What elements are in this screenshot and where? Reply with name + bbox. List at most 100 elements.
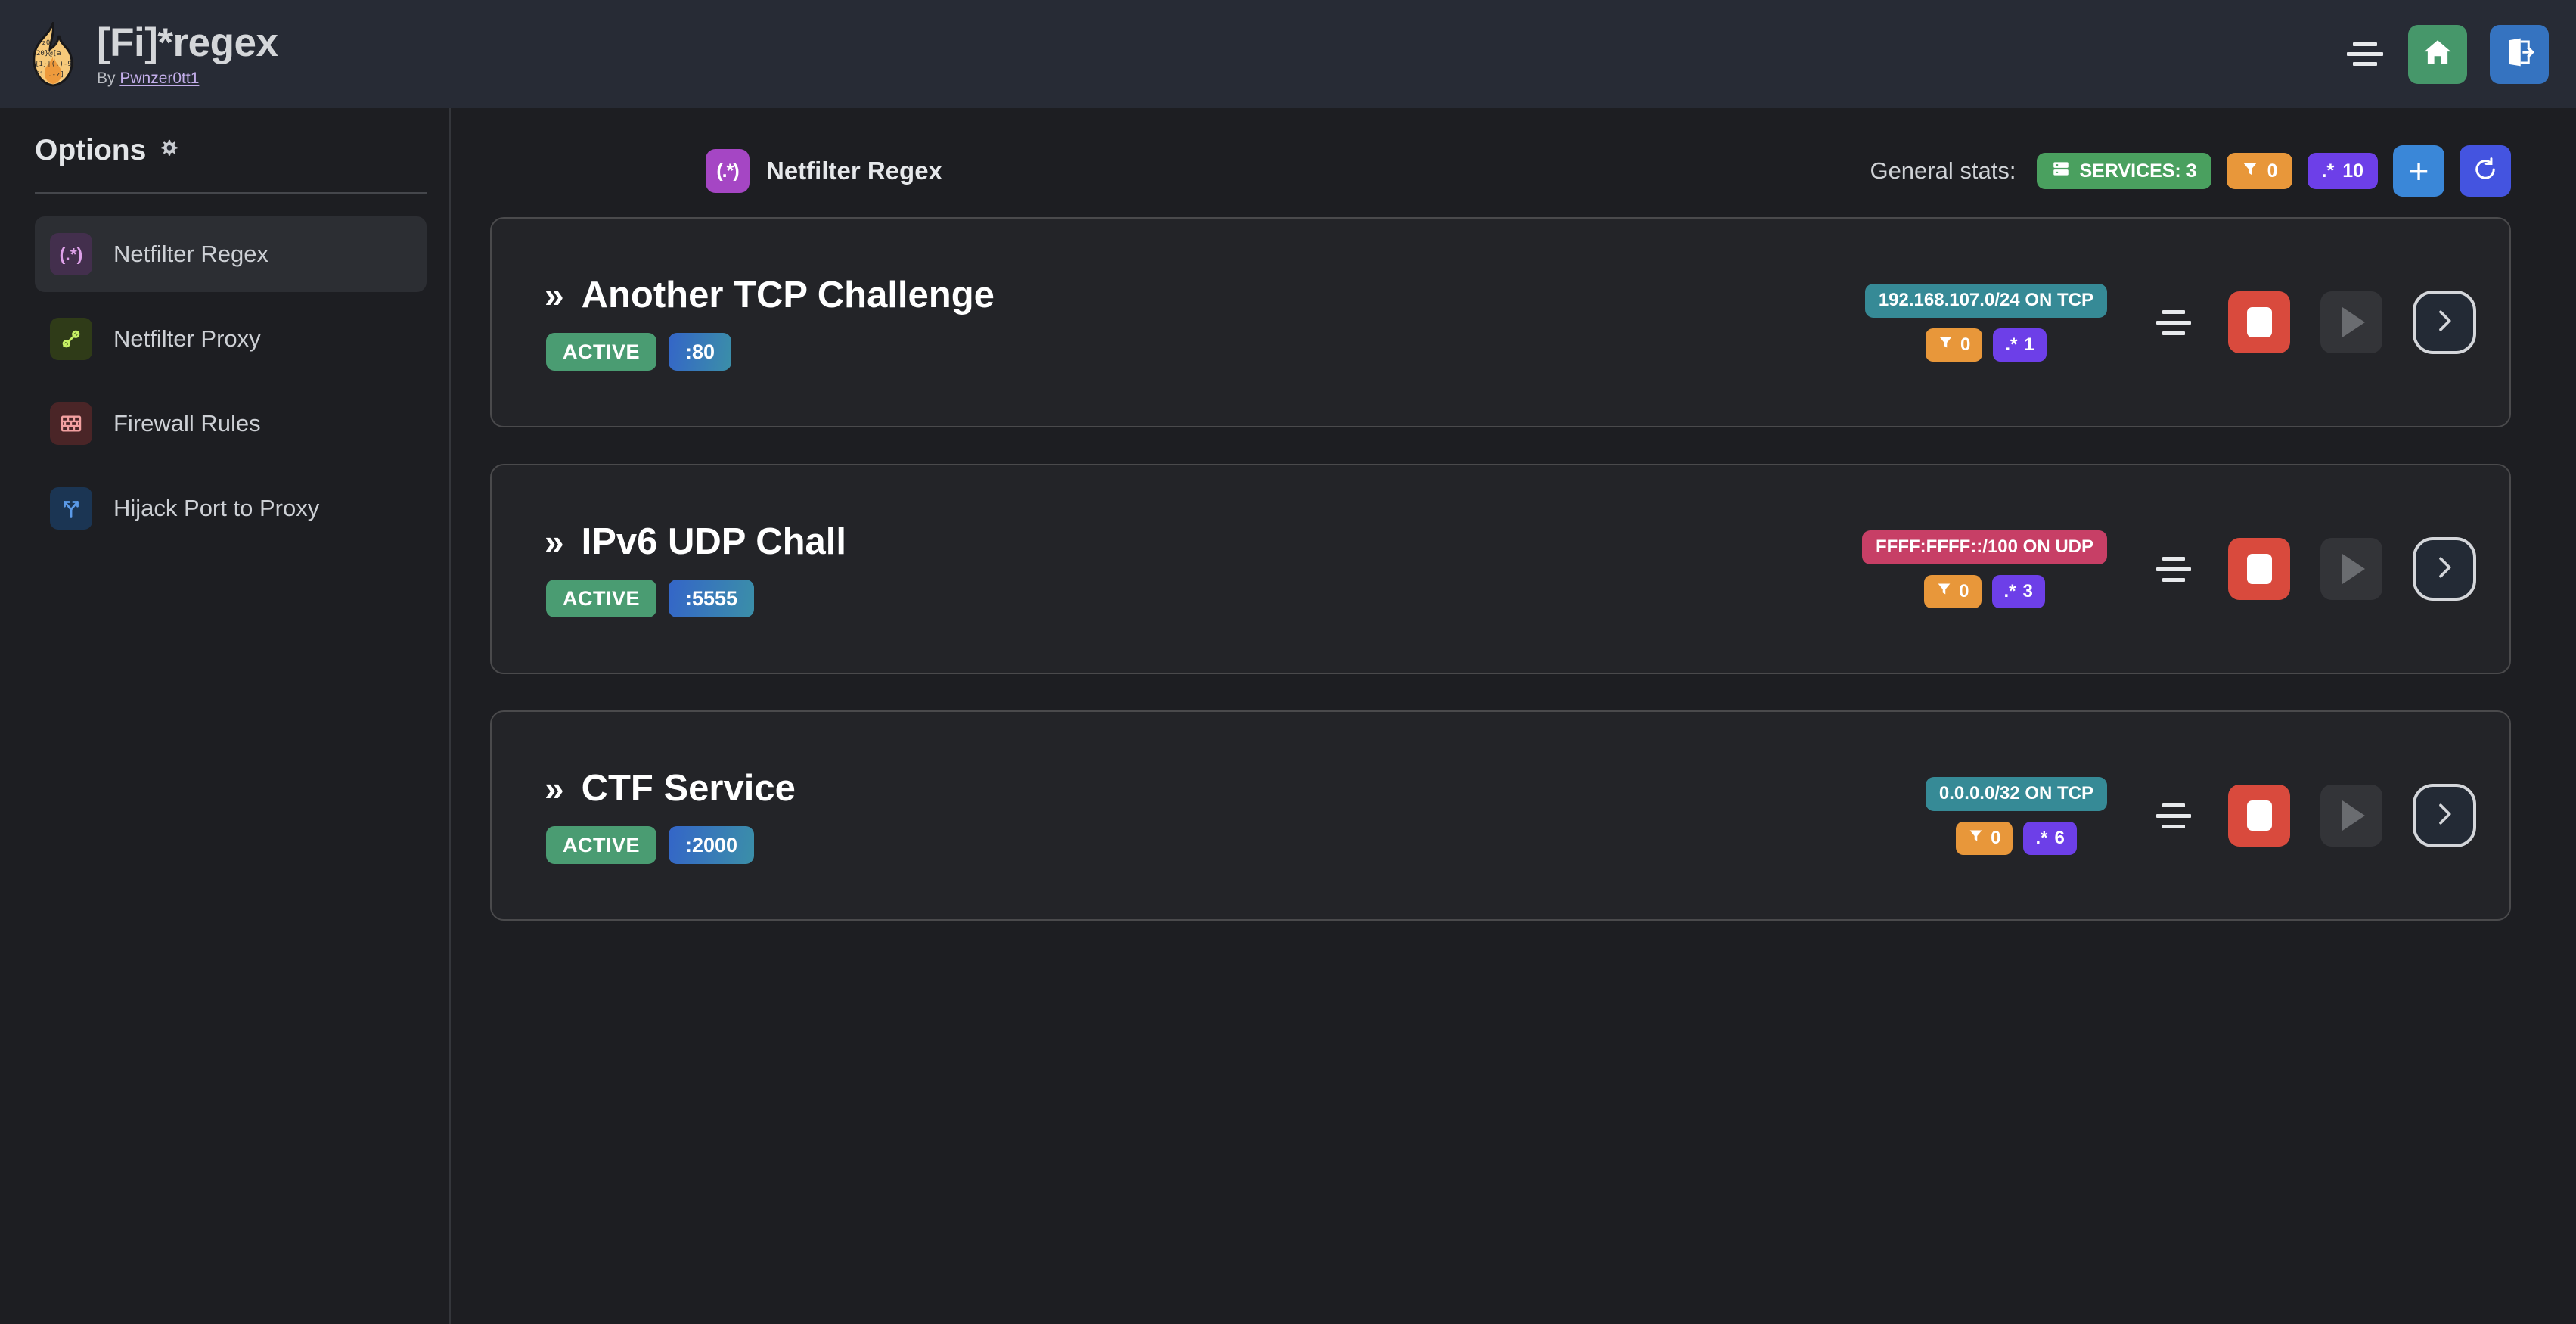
stop-icon [2246,554,2272,584]
network-badge: FFFF:FFFF::/100 ON UDP [1862,530,2107,564]
refresh-button[interactable] [2460,145,2511,197]
flame-regex-logo: -z0-9 20}@[a {1}|(.)-9] (1 .-z] [26,18,80,87]
service-info: » Another TCP Challenge ACTIVE :80 [545,274,995,371]
regex-dot-star-icon: .* [2035,827,2048,848]
hamburger-icon[interactable] [2345,39,2385,70]
add-service-button[interactable]: + [2393,145,2444,197]
regex-dot-star-icon: .* [2003,580,2016,601]
status-badge: ACTIVE [546,333,657,371]
regex-count-label: 6 [2054,827,2065,848]
stop-icon [2246,307,2272,337]
service-card[interactable]: » IPv6 UDP Chall ACTIVE :5555 FFFF:FFFF:… [490,464,2511,674]
sidebar-item-firewall-rules[interactable]: Firewall Rules [35,386,427,462]
funnel-icon [1938,334,1954,356]
play-button[interactable] [2320,538,2382,600]
status-badge: ACTIVE [546,826,657,864]
regexes-count-label: 10 [2342,160,2363,182]
service-name: Another TCP Challenge [581,275,995,315]
service-name: IPv6 UDP Chall [581,521,846,562]
stop-button[interactable] [2228,291,2290,353]
sidebar-item-hijack-port-to-proxy[interactable]: Hijack Port to Proxy [35,471,427,546]
regex-icon: (.*) [706,149,750,193]
general-stats: General stats: SERVICES: 3 0 [1870,145,2511,197]
service-details-button[interactable] [2413,537,2476,601]
sidebar-title-label: Options [35,134,147,166]
plug-icon [50,318,92,360]
network-info: 192.168.107.0/24 ON TCP 0 .* 1 [1864,283,2107,362]
top-bar: -z0-9 20}@[a {1}|(.)-9] (1 .-z] [Fi]*reg… [0,0,2576,108]
svg-text:{1}|(.)-9]: {1}|(.)-9] [35,61,76,68]
service-controls: 0.0.0.0/32 ON TCP 0 .* 6 [1925,776,2476,855]
service-info: » IPv6 UDP Chall ACTIVE :5555 [545,521,846,617]
service-card[interactable]: » CTF Service ACTIVE :2000 0.0.0.0/32 ON… [490,710,2511,921]
regex-count-badge: .* 6 [2023,821,2077,855]
service-info: » CTF Service ACTIVE :2000 [545,767,796,864]
main-header: (.*) Netfilter Regex General stats: SERV… [490,138,2538,204]
sidebar-title: Options [35,134,427,167]
filter-count-badge: 0 [1956,821,2013,855]
play-icon [2342,800,2365,831]
gear-icon [156,138,182,163]
sidebar-item-label: Netfilter Proxy [113,325,261,352]
stop-button[interactable] [2228,538,2290,600]
author-link[interactable]: Pwnzer0tt1 [119,69,200,87]
port-badge: :2000 [669,826,755,864]
fork-arrow-icon [50,487,92,530]
sidebar-divider [35,192,427,194]
service-menu-icon[interactable] [2152,552,2195,586]
counters: 0 .* 1 [1926,328,2047,362]
service-details-button[interactable] [2413,784,2476,847]
svg-text:20}@[a: 20}@[a [36,50,61,57]
regex-dot-star-icon: .* [2005,334,2018,355]
service-controls: 192.168.107.0/24 ON TCP 0 .* 1 [1864,283,2476,362]
counters: 0 .* 6 [1956,821,2077,855]
author-line: By Pwnzer0tt1 [97,70,278,88]
service-menu-icon[interactable] [2152,798,2195,833]
service-title: » CTF Service [545,767,796,810]
service-badges: ACTIVE :80 [545,333,995,371]
service-title: » Another TCP Challenge [545,274,995,316]
service-card[interactable]: » Another TCP Challenge ACTIVE :80 192.1… [490,217,2511,427]
network-info: FFFF:FFFF::/100 ON UDP 0 .* 3 [1862,530,2107,608]
filter-count-label: 0 [1960,334,1971,355]
sidebar-item-netfilter-proxy[interactable]: Netfilter Proxy [35,301,427,377]
service-details-button[interactable] [2413,291,2476,354]
service-menu-icon[interactable] [2152,305,2195,340]
sidebar-item-netfilter-regex[interactable]: (.*) Netfilter Regex [35,216,427,292]
play-button[interactable] [2320,291,2382,353]
double-chevron-icon: » [545,769,564,808]
main-content: (.*) Netfilter Regex General stats: SERV… [452,108,2576,1324]
services-count-badge: SERVICES: 3 [2037,153,2211,189]
refresh-icon [2472,156,2499,187]
regexes-count-badge: .* 10 [2307,153,2378,189]
regex-count-badge: .* 1 [1993,328,2047,362]
home-icon [2422,36,2453,72]
chevron-right-icon [2429,552,2460,586]
home-button[interactable] [2408,24,2467,84]
stop-icon [2246,800,2272,831]
network-info: 0.0.0.0/32 ON TCP 0 .* 6 [1925,776,2107,855]
regex-count-label: 1 [2024,334,2034,355]
filters-count-badge: 0 [2226,153,2292,189]
service-name: CTF Service [581,768,796,809]
regex-dot-star-icon: .* [2321,160,2335,182]
sidebar: Options (.*) Netfilter Regex Netfilter P… [0,108,451,1324]
play-icon [2342,554,2365,584]
chevron-right-icon [2429,799,2460,833]
author-prefix: By [97,69,120,87]
counters: 0 .* 3 [1924,574,2045,608]
svg-text:(1 .-z]: (1 .-z] [36,71,64,79]
port-badge: :5555 [669,580,755,617]
regex-count-badge: .* 3 [1991,574,2045,608]
regex-icon: (.*) [50,233,92,275]
funnel-icon [1968,828,1984,849]
brand: -z0-9 20}@[a {1}|(.)-9] (1 .-z] [Fi]*reg… [0,18,278,88]
logout-button[interactable] [2490,24,2549,84]
svg-text:-z0-9: -z0-9 [38,39,58,47]
status-badge: ACTIVE [546,580,657,617]
sidebar-item-label: Firewall Rules [113,410,261,437]
stop-button[interactable] [2228,785,2290,847]
double-chevron-icon: » [545,275,564,315]
filter-count-badge: 0 [1924,574,1982,608]
play-button[interactable] [2320,785,2382,847]
